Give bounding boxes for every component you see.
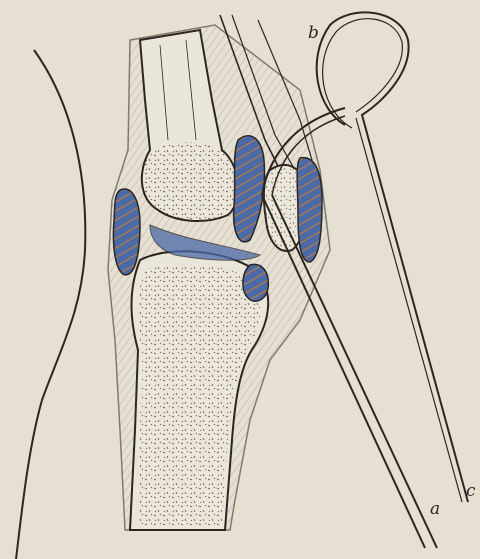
label-a: a (430, 499, 440, 519)
label-b: b (308, 23, 319, 43)
leg-outline (16, 50, 85, 559)
label-c: c (466, 481, 476, 501)
synovial-pocket-lower (243, 264, 268, 301)
synovial-pocket-left (113, 189, 140, 275)
synovial-pocket-patellar (297, 158, 322, 262)
wire-loop-bc (317, 12, 468, 502)
